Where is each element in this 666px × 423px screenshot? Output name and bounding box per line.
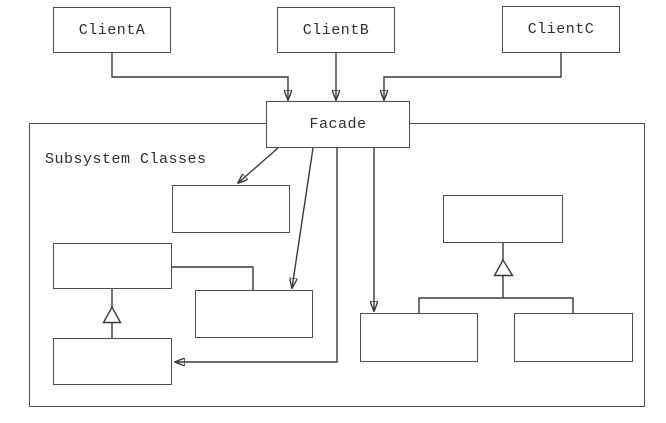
- client-c-node: ClientC: [502, 6, 620, 53]
- subsystem-box-5: [443, 195, 563, 243]
- subsystem-label: Subsystem Classes: [45, 151, 207, 168]
- subsystem-box-1: [172, 185, 290, 233]
- subsystem-box-2: [53, 243, 172, 289]
- client-b-node: ClientB: [277, 7, 395, 53]
- edge-clientc-facade: [384, 53, 562, 100]
- edge-clienta-facade: [111, 53, 288, 100]
- client-a-node: ClientA: [53, 7, 171, 53]
- subsystem-box-7: [514, 313, 633, 362]
- subsystem-box-3: [195, 290, 313, 338]
- facade-node: Facade: [266, 101, 410, 148]
- subsystem-box-4: [53, 338, 172, 385]
- subsystem-box-6: [360, 313, 478, 362]
